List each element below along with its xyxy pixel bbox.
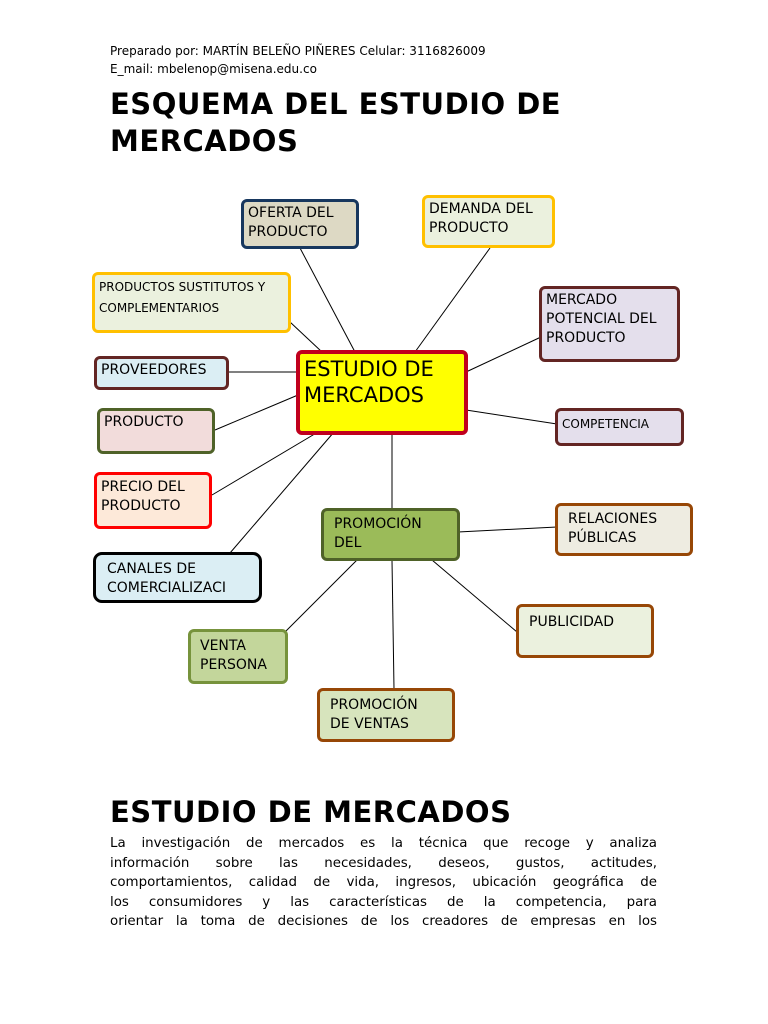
author-line: Preparado por: MARTÍN BELEÑO PIÑERES Cel…	[110, 44, 486, 58]
paragraph-line: orientar la toma de decisiones de los cr…	[110, 914, 657, 930]
connector-oferta	[299, 247, 356, 353]
node-producto-line-1: PRODUCTO	[104, 414, 184, 430]
node-promocion-line-1: PROMOCIÓN	[334, 516, 422, 532]
connector-venta	[284, 559, 358, 633]
node-relaciones: RELACIONES PÚBLICAS	[555, 503, 693, 556]
connector-canales	[229, 431, 335, 554]
node-demanda: DEMANDA DEL PRODUCTO	[422, 195, 555, 248]
email-line: E_mail: mbelenop@misena.edu.co	[110, 62, 317, 76]
node-precio: PRECIO DEL PRODUCTO	[94, 472, 212, 529]
connector-promo-ventas	[391, 559, 395, 690]
node-precio-line-1: PRECIO DEL	[101, 479, 185, 495]
connector-precio	[211, 431, 319, 496]
node-canales-line-1: CANALES DE	[107, 561, 197, 577]
node-venta-line-1: VENTA	[200, 638, 246, 654]
node-mercado-potencial-line-1: MERCADO	[546, 292, 618, 308]
node-mercado-potencial: MERCADO POTENCIAL DEL PRODUCTO	[539, 286, 680, 362]
connector-relaciones	[457, 526, 558, 533]
node-oferta-line-2: PRODUCTO	[248, 224, 328, 240]
node-oferta: OFERTA DEL PRODUCTO	[241, 199, 359, 249]
connector-demanda	[414, 247, 491, 353]
connector-sustitutos	[289, 321, 323, 353]
node-venta-line-2: PERSONA	[200, 657, 267, 673]
node-canales-line-2: COMERCIALIZACI	[107, 580, 226, 596]
node-publicidad: PUBLICIDAD	[516, 604, 654, 658]
node-relaciones-line-1: RELACIONES	[568, 511, 658, 527]
node-sustitutos-line-1: PRODUCTOS SUSTITUTOS Y	[99, 280, 266, 294]
page-title-line-2: MERCADOS	[110, 124, 299, 158]
node-canales: CANALES DE COMERCIALIZACI	[93, 552, 262, 603]
node-promo-ventas: PROMOCIÓN DE VENTAS	[317, 688, 455, 742]
connector-competencia	[465, 409, 558, 425]
connector-publicidad	[431, 559, 518, 633]
paragraph-line: los consumidores y las características d…	[110, 894, 657, 910]
connector-mercado	[465, 336, 542, 373]
node-promocion: PROMOCIÓN DEL	[321, 508, 460, 561]
paragraph-line: información sobre las necesidades, deseo…	[110, 855, 657, 871]
node-sustitutos-line-2: COMPLEMENTARIOS	[99, 301, 220, 315]
node-precio-line-2: PRODUCTO	[101, 498, 181, 514]
center-node: ESTUDIO DE MERCADOS	[296, 350, 468, 435]
node-promo-ventas-line-2: DE VENTAS	[330, 716, 409, 732]
node-proveedores-line-1: PROVEEDORES	[101, 362, 207, 378]
section-title: ESTUDIO DE MERCADOS	[110, 795, 512, 829]
connector-producto	[214, 394, 299, 431]
node-oferta-line-1: OFERTA DEL	[248, 205, 334, 221]
node-publicidad-line-1: PUBLICIDAD	[529, 614, 615, 630]
node-demanda-line-1: DEMANDA DEL	[429, 201, 533, 217]
center-node-line-2: MERCADOS	[304, 383, 424, 407]
paragraph-line: comportamientos, calidad de vida, ingres…	[110, 875, 657, 891]
node-competencia-line-1: COMPETENCIA	[562, 417, 650, 431]
node-mercado-potencial-line-3: PRODUCTO	[546, 330, 626, 346]
node-venta: VENTA PERSONA	[188, 629, 288, 684]
page-title-line-1: ESQUEMA DEL ESTUDIO DE	[110, 87, 562, 121]
node-proveedores: PROVEEDORES	[94, 356, 229, 390]
node-promo-ventas-line-1: PROMOCIÓN	[330, 697, 418, 713]
node-sustitutos: PRODUCTOS SUSTITUTOS Y COMPLEMENTARIOS	[92, 272, 291, 333]
node-relaciones-line-2: PÚBLICAS	[568, 530, 637, 546]
node-mercado-potencial-line-2: POTENCIAL DEL	[546, 311, 657, 327]
paragraph-line: La investigación de mercados es la técni…	[110, 836, 657, 851]
node-promocion-line-2: DEL	[334, 535, 362, 551]
node-producto: PRODUCTO	[97, 408, 215, 454]
body-paragraph: La investigación de mercados es la técni…	[110, 834, 657, 932]
page-title: ESQUEMA DEL ESTUDIO DE MERCADOS	[110, 86, 561, 160]
node-competencia: COMPETENCIA	[555, 408, 684, 446]
node-demanda-line-2: PRODUCTO	[429, 220, 509, 236]
center-node-line-1: ESTUDIO DE	[304, 357, 434, 381]
diagram-connectors	[211, 247, 558, 690]
